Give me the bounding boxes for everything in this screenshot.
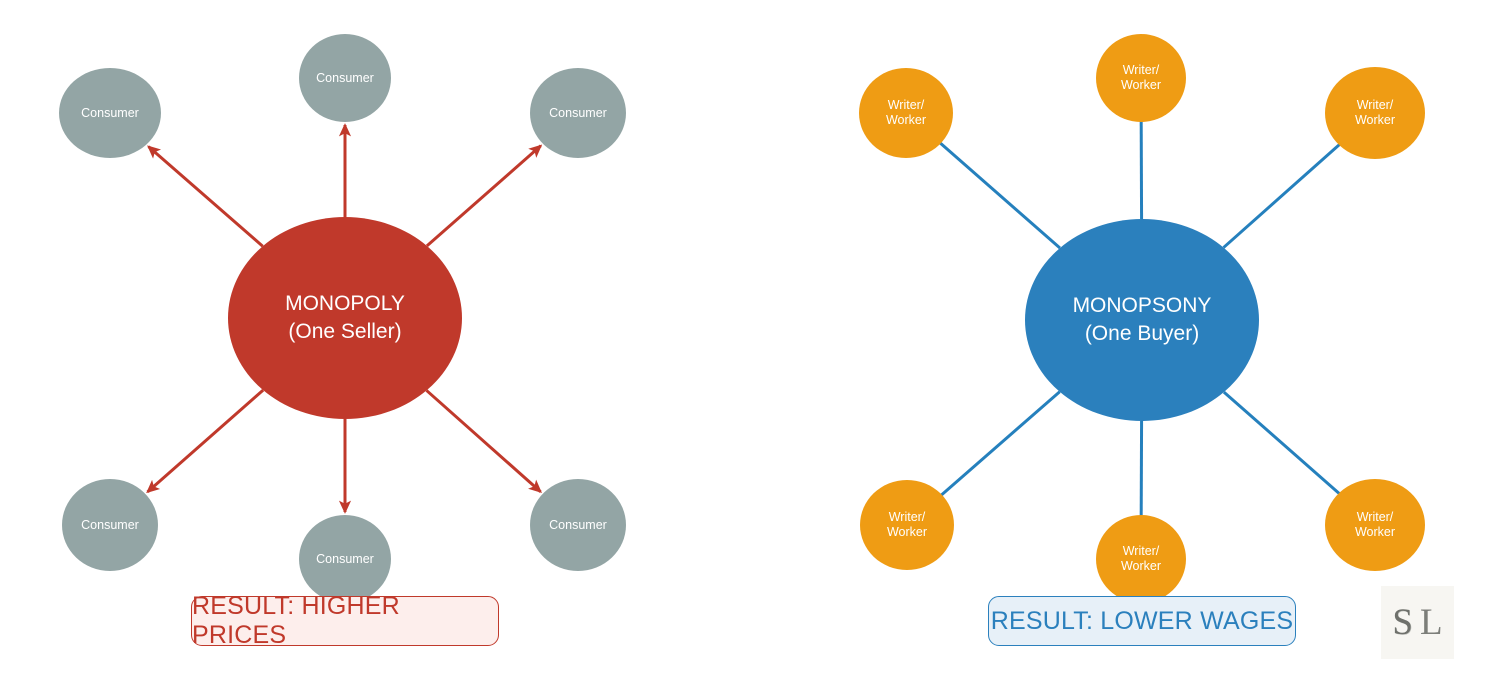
result-badge-monopsony: RESULT: LOWER WAGES (988, 596, 1296, 646)
connector-monopoly-2 (425, 144, 543, 248)
connector-monopsony-0 (936, 139, 1061, 250)
satellite-node-monopsony-4[interactable] (1096, 515, 1186, 603)
connector-monopoly-0 (147, 145, 264, 248)
logo-letter-l: L (1419, 602, 1443, 643)
satellite-node-monopoly-5[interactable] (530, 479, 626, 571)
satellite-node-monopsony-3[interactable] (860, 480, 954, 570)
connector-monopsony-3 (937, 390, 1061, 499)
satellite-node-monopsony-1[interactable] (1096, 34, 1186, 122)
satellite-node-monopsony-2[interactable] (1325, 67, 1425, 159)
hub-label-monopoly: MONOPOLY (One Seller) (285, 292, 405, 343)
result-badge-monopoly: RESULT: HIGHER PRICES (191, 592, 499, 649)
connector-monopsony-2 (1222, 141, 1344, 249)
satellite-node-monopsony-0[interactable] (859, 68, 953, 158)
connector-monopsony-5 (1222, 390, 1343, 497)
result-text-monopoly: RESULT: HIGHER PRICES (192, 592, 400, 649)
hub-node-monopsony[interactable] (1025, 219, 1259, 421)
satellite-node-monopoly-1[interactable] (299, 34, 391, 122)
satellite-node-monopoly-2[interactable] (530, 68, 626, 158)
logo-letter-s: S (1392, 602, 1413, 643)
connector-monopoly-5 (425, 389, 542, 494)
connector-monopoly-3 (146, 389, 265, 494)
result-text-monopsony: RESULT: LOWER WAGES (990, 606, 1294, 635)
satellite-node-monopsony-5[interactable] (1325, 479, 1425, 571)
hub-label-monopsony: MONOPSONY (One Buyer) (1072, 294, 1212, 345)
satellite-node-monopoly-0[interactable] (59, 68, 161, 158)
hub-node-monopoly[interactable] (228, 217, 462, 419)
satellite-node-monopoly-3[interactable] (62, 479, 158, 571)
satellite-node-monopoly-4[interactable] (299, 515, 391, 603)
